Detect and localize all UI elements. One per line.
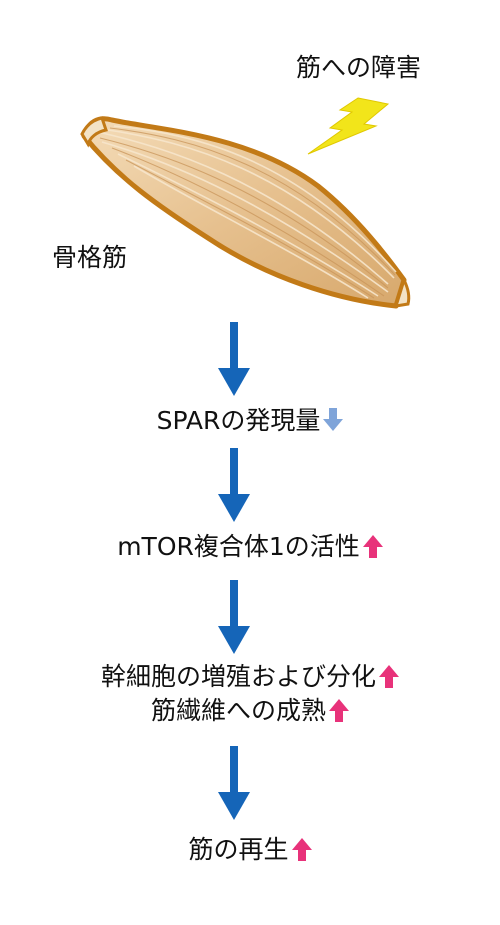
step-text: mTOR複合体1の活性 [117, 532, 360, 561]
flow-arrow-1 [218, 322, 250, 396]
step-fiber-maturation: 筋繊維への成熟 [0, 695, 500, 727]
step-text: 筋繊維への成熟 [150, 696, 326, 725]
step-text: 幹細胞の増殖および分化 [100, 662, 376, 691]
skeletal-muscle-illustration [80, 116, 411, 309]
increase-arrow-icon [329, 699, 349, 722]
muscle-label: 骨格筋 [52, 243, 128, 272]
step-text: 筋の再生 [188, 835, 289, 864]
increase-arrow-icon [379, 665, 399, 688]
decrease-arrow-icon [323, 408, 344, 431]
flow-arrow-3 [218, 580, 250, 654]
step-stem-cell-proliferation: 幹細胞の増殖および分化 [0, 661, 500, 693]
step-mtorc1-activity: mTOR複合体1の活性 [0, 531, 500, 563]
step-muscle-regeneration: 筋の再生 [0, 834, 500, 866]
flow-arrow-4 [218, 746, 250, 820]
step-spar-expression: SPARの発現量 [0, 405, 500, 437]
injury-label: 筋への障害 [296, 53, 422, 82]
step-text: SPARの発現量 [156, 406, 321, 435]
increase-arrow-icon [291, 838, 312, 861]
increase-arrow-icon [362, 535, 383, 558]
flow-arrow-2 [218, 448, 250, 522]
lightning-icon [307, 97, 390, 155]
